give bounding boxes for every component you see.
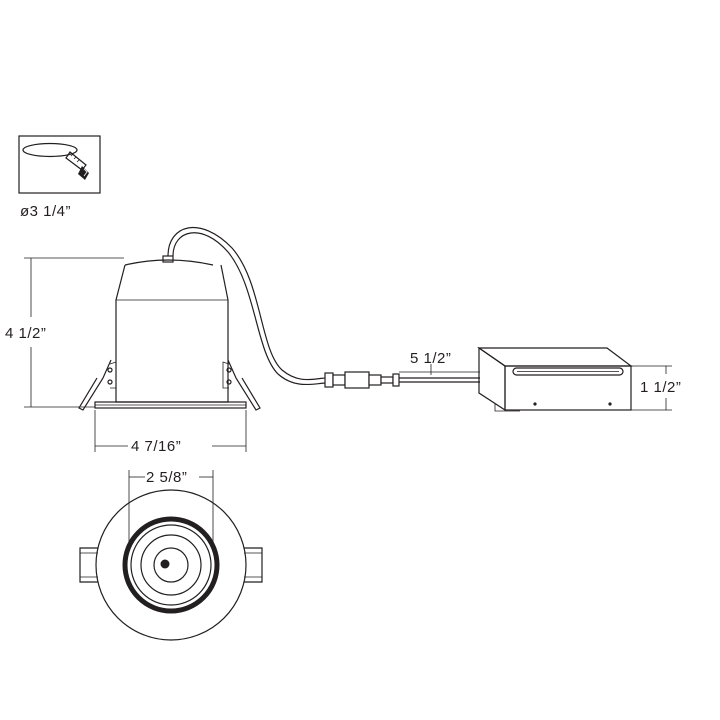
- box-height-label: 1 1/2”: [640, 379, 681, 396]
- aperture-label: 2 5/8”: [146, 469, 187, 486]
- dimension-aperture: [128, 470, 214, 545]
- fixture-side-view: [78, 255, 261, 411]
- dimension-height: [24, 257, 124, 408]
- cable-length-label: 5 1/2”: [410, 350, 451, 367]
- junction-box: [477, 346, 633, 412]
- dimension-cable-length: [399, 364, 480, 375]
- dimension-box-height: [631, 365, 672, 411]
- height-label: 4 1/2”: [5, 325, 46, 342]
- cable: [167, 226, 328, 386]
- hole-saw-icon: [18, 135, 101, 194]
- dimension-trim-width: [94, 410, 247, 452]
- fixture-front-view: [79, 489, 263, 641]
- quick-connector: [324, 371, 480, 389]
- trim-width-label: 4 7/16”: [131, 438, 181, 455]
- cutout-diameter-label: ø3 1/4”: [20, 203, 71, 220]
